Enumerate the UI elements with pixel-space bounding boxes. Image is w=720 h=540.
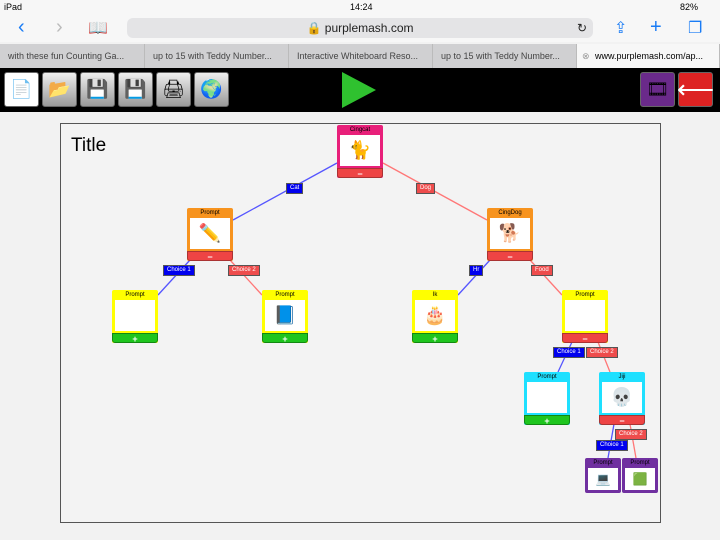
node-title[interactable]: Prompt <box>275 292 295 298</box>
print-icon[interactable]: 🖨 <box>156 72 191 107</box>
exit-icon[interactable]: ⟵ <box>677 72 714 107</box>
device-label: iPad <box>4 2 23 12</box>
edge-label-hr[interactable]: Hr <box>469 265 484 276</box>
connector <box>457 259 491 296</box>
edge-label-choice-2[interactable]: Choice 2 <box>615 429 647 440</box>
collapse-button[interactable]: − <box>337 168 383 179</box>
new-tab-icon[interactable]: + <box>650 16 662 38</box>
tab-active[interactable]: ⊗ www.purplemash.com/ap... <box>577 44 720 68</box>
node-ik[interactable]: Ik 🎂 + <box>412 290 458 344</box>
cat-image: 🐈 <box>340 135 380 166</box>
canvas-title[interactable]: Title <box>71 135 107 156</box>
collapse-button[interactable]: − <box>599 415 645 426</box>
reload-icon[interactable]: ↻ <box>576 21 587 35</box>
empty-image <box>115 300 155 331</box>
edge-label-cat[interactable]: Cat <box>286 183 304 194</box>
address-bar[interactable]: 🔒 purplemash.com↻ <box>127 18 593 38</box>
bookmarks-icon[interactable]: 📖 <box>88 20 108 37</box>
tab[interactable]: with these fun Counting Ga... <box>0 44 145 68</box>
new-icon[interactable]: 📄 <box>4 72 39 107</box>
clock: 14:24 <box>350 2 373 12</box>
node-prompt[interactable]: Prompt + <box>112 290 158 344</box>
skeleton-image: 💀 <box>602 382 642 413</box>
node-prompt[interactable]: Prompt 📘 + <box>262 290 308 344</box>
collapse-button[interactable]: − <box>187 251 233 262</box>
node-prompt[interactable]: Prompt + <box>524 372 570 426</box>
node-title[interactable]: Cingcat <box>349 127 371 133</box>
node-prompt[interactable]: Prompt − <box>562 290 608 344</box>
cake-image: 🎂 <box>415 300 455 331</box>
tab[interactable]: up to 15 with Teddy Number... <box>145 44 289 68</box>
node-title[interactable]: Prompt <box>575 292 595 298</box>
node-title[interactable]: CingDog <box>498 210 522 216</box>
edge-label-choice-1[interactable]: Choice 1 <box>553 347 585 358</box>
battery-level: 82% <box>680 2 699 12</box>
node-title[interactable]: Jiji <box>618 374 626 380</box>
tab-bar: with these fun Counting Ga... up to 15 w… <box>0 44 720 68</box>
collapse-button[interactable]: − <box>562 333 608 344</box>
flowchart-canvas[interactable] <box>60 123 661 523</box>
presentation-icon[interactable]: 🎞 <box>640 72 675 107</box>
node-prompt[interactable]: Prompt ✏️ − <box>187 208 233 262</box>
status-bar: iPad 14:24 82% <box>0 0 720 14</box>
empty-image <box>565 300 605 331</box>
url-text: purplemash.com <box>324 21 414 35</box>
add-button[interactable]: + <box>412 333 458 344</box>
dog-image: 🐕 <box>490 218 530 249</box>
tab[interactable]: up to 15 with Teddy Number... <box>433 44 577 68</box>
edge-label-dog[interactable]: Dog <box>416 183 436 194</box>
add-button[interactable]: + <box>112 333 158 344</box>
node-cingcat[interactable]: Cingcat 🐈 − <box>337 125 383 179</box>
node-cingdog[interactable]: CingDog 🐕 − <box>487 208 533 262</box>
tabs-icon[interactable]: ❐ <box>688 20 703 37</box>
close-tab-icon[interactable]: ⊗ <box>582 51 590 61</box>
connector <box>232 162 338 221</box>
node-title[interactable]: Prompt <box>537 374 557 380</box>
edge-label-choice-1[interactable]: Choice 1 <box>163 265 195 276</box>
open-folder-icon[interactable]: 📂 <box>42 72 77 107</box>
node-title[interactable]: Prompt <box>630 460 650 466</box>
node-title[interactable]: Prompt <box>125 292 145 298</box>
collapse-button[interactable]: − <box>487 251 533 262</box>
back-icon[interactable]: ‹ <box>18 16 25 38</box>
forward-icon[interactable]: › <box>56 16 63 38</box>
edge-label-choice-1[interactable]: Choice 1 <box>596 440 628 451</box>
tab-label: www.purplemash.com/ap... <box>595 51 704 61</box>
add-button[interactable]: + <box>262 333 308 344</box>
tab[interactable]: Interactive Whiteboard Reso... <box>289 44 433 68</box>
circuit-board-image: 🟩 <box>625 468 655 490</box>
node-title[interactable]: Ik <box>432 292 438 298</box>
node-prompt[interactable]: Prompt 💻 <box>585 458 621 493</box>
share-icon[interactable]: ⇪ <box>614 20 628 37</box>
laptop-image: 💻 <box>588 468 618 490</box>
edge-label-food[interactable]: Food <box>531 265 553 276</box>
folder-image: 📘 <box>265 300 305 331</box>
app-toolbar: 📄 📂 💾 💾 🖨 🌍 🎞 ⟵ <box>0 68 720 112</box>
edge-label-choice-2[interactable]: Choice 2 <box>228 265 260 276</box>
add-button[interactable]: + <box>524 415 570 426</box>
save-as-icon[interactable]: 💾 <box>118 72 153 107</box>
share-globe-icon[interactable]: 🌍 <box>194 72 229 107</box>
play-icon[interactable] <box>342 72 376 108</box>
node-title[interactable]: Prompt <box>200 210 220 216</box>
pencils-image: ✏️ <box>190 218 230 249</box>
edge-label-choice-2[interactable]: Choice 2 <box>586 347 618 358</box>
save-icon[interactable]: 💾 <box>80 72 115 107</box>
node-jiji[interactable]: Jiji 💀 − <box>599 372 645 426</box>
empty-image <box>527 382 567 413</box>
node-prompt[interactable]: Prompt 🟩 <box>622 458 658 493</box>
node-title[interactable]: Prompt <box>593 460 613 466</box>
